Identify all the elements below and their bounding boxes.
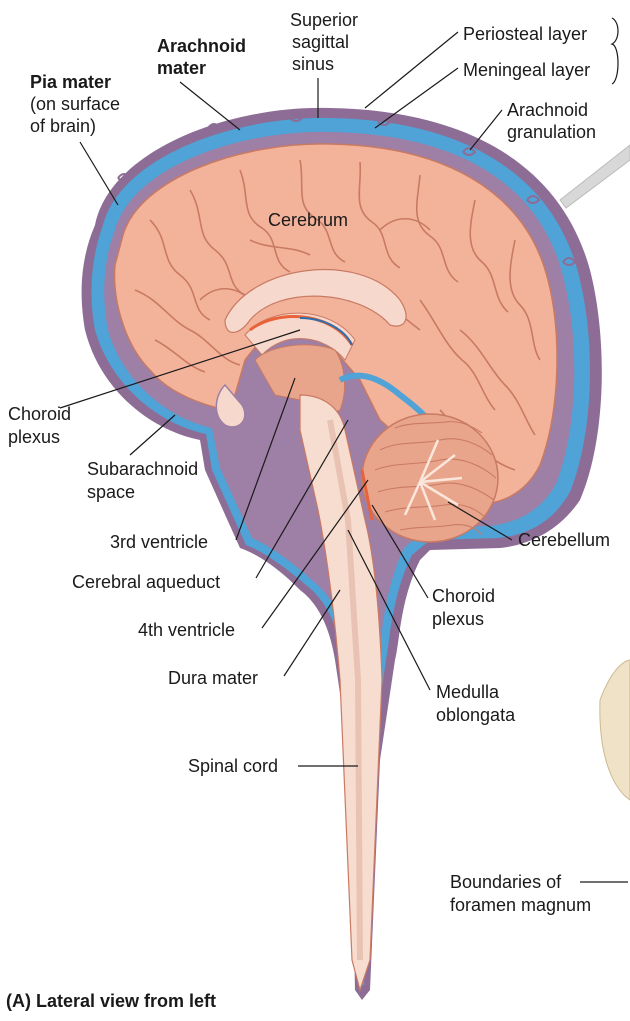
label-superior-sagittal: Superior <box>290 10 358 30</box>
label-meningeal-layer: Meningeal layer <box>463 60 590 80</box>
label-subarachnoid-space-line2: space <box>87 482 135 502</box>
skull-fragment-top <box>560 145 630 208</box>
label-choroid-plexus-left-line2: plexus <box>8 427 60 447</box>
label-dura-mater: Dura mater <box>168 668 258 688</box>
label-third-ventricle: 3rd ventricle <box>110 532 208 552</box>
label-foramen-magnum-line2: foramen magnum <box>450 895 591 915</box>
figure-caption: (A) Lateral view from left <box>6 991 216 1011</box>
label-superior-sagittal-line3: sinus <box>292 54 334 74</box>
skull-fragment-bottom <box>600 660 630 800</box>
label-cerebrum: Cerebrum <box>268 210 348 230</box>
label-arachnoid-granulation-line2: granulation <box>507 122 596 142</box>
label-pia-mater-line3: of brain) <box>30 116 96 136</box>
label-medulla-oblongata-line2: oblongata <box>436 705 516 725</box>
label-spinal-cord: Spinal cord <box>188 756 278 776</box>
label-cerebellum: Cerebellum <box>518 530 610 550</box>
label-pia-mater-line2: (on surface <box>30 94 120 114</box>
label-cerebral-aqueduct: Cerebral aqueduct <box>72 572 220 592</box>
label-medulla-oblongata: Medulla <box>436 682 500 702</box>
label-superior-sagittal-line2: sagittal <box>292 32 349 52</box>
label-arachnoid-granulation: Arachnoid <box>507 100 588 120</box>
label-subarachnoid-space: Subarachnoid <box>87 459 198 479</box>
label-pia-mater: Pia mater <box>30 72 111 92</box>
label-choroid-plexus-right-line2: plexus <box>432 609 484 629</box>
label-periosteal-layer: Periosteal layer <box>463 24 587 44</box>
label-fourth-ventricle: 4th ventricle <box>138 620 235 640</box>
label-arachnoid-mater: Arachnoid <box>157 36 246 56</box>
label-arachnoid-mater-line2: mater <box>157 58 206 78</box>
label-choroid-plexus-left: Choroid <box>8 404 71 424</box>
label-foramen-magnum: Boundaries of <box>450 872 562 892</box>
label-choroid-plexus-right: Choroid <box>432 586 495 606</box>
